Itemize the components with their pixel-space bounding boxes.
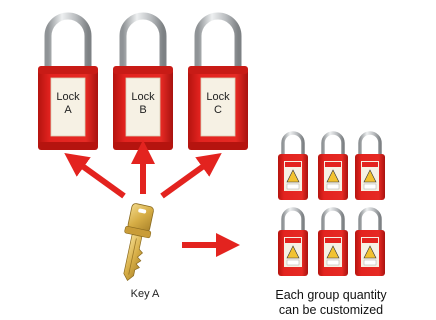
padlock-icon [353,131,387,202]
lock-label-line1: Lock [56,91,80,103]
padlock-icon [38,16,98,150]
arrow-icon [160,152,222,199]
lock-label-a: Lock A [55,91,81,117]
padlock-icon [276,131,310,202]
group-note: Each group quantity can be customized [256,288,406,318]
padlock-icon [316,131,350,202]
lock-label-b: Lock B [130,91,156,117]
group-note-line2: can be customized [278,303,384,317]
lock-label-line1: Lock [206,91,230,103]
group-note-line1: Each group quantity [275,288,387,302]
key-icon [123,203,154,282]
lock-label-line1: Lock [131,91,155,103]
key-caption: Key A [130,288,160,300]
padlock-icon [316,207,350,278]
lock-label-line2: B [139,104,147,116]
lock-label-c: Lock C [205,91,231,117]
arrow-icon [64,152,126,199]
padlock-icon [188,16,248,150]
padlock-icon [113,16,173,150]
lock-label-line2: C [214,104,222,116]
lock-label-line2: A [64,104,72,116]
padlock-icon [353,207,387,278]
padlock-icon [276,207,310,278]
